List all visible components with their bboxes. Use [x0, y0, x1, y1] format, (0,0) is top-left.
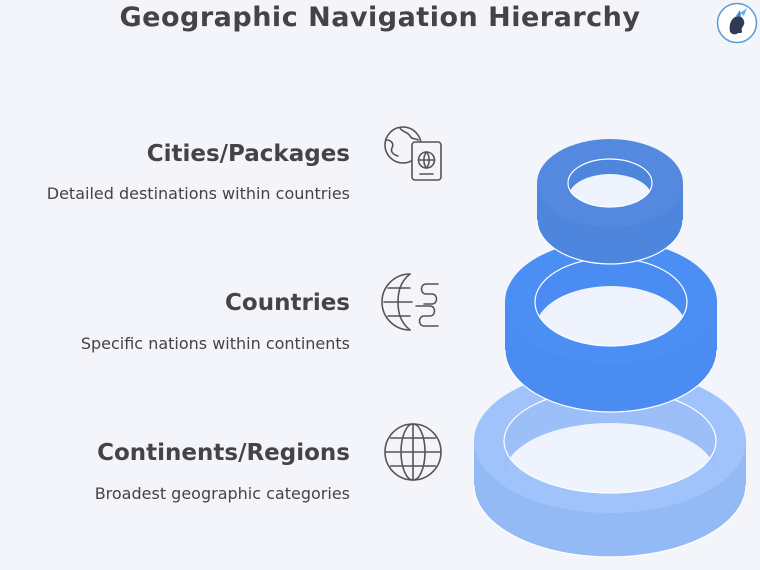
level-title-continents: Continents/Regions	[97, 440, 350, 466]
page-title: Geographic Navigation Hierarchy	[119, 2, 641, 33]
ring-continents	[473, 369, 747, 558]
ring-countries	[504, 240, 718, 413]
globe-route-icon	[381, 273, 439, 331]
level-desc-continents: Broadest geographic categories	[94, 484, 350, 503]
level-desc-cities: Detailed destinations within countries	[46, 184, 350, 203]
globe-passport-icon	[384, 126, 442, 181]
level-desc-countries: Specific nations within continents	[80, 334, 350, 353]
level-title-countries: Countries	[225, 290, 350, 316]
ring-cities	[536, 139, 684, 265]
globe-icon	[384, 423, 442, 481]
brand-logo-icon	[716, 2, 758, 44]
level-title-cities: Cities/Packages	[146, 141, 350, 167]
